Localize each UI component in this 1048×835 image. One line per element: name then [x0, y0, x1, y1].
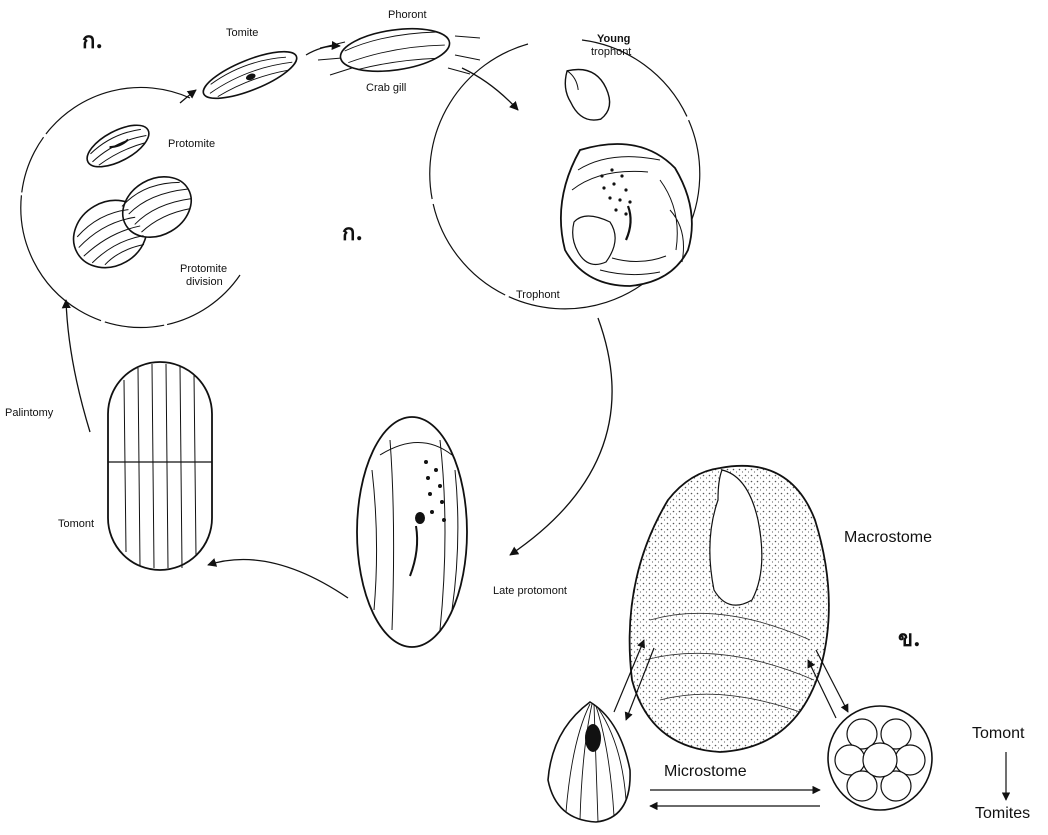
label-protomite-division-2: division — [186, 277, 223, 288]
trophont-cell — [561, 144, 692, 286]
label-tomont-stage: Tomont — [972, 726, 1024, 742]
arrow-trophont-to-protomont — [510, 318, 612, 555]
arrow-phoront-to-trophont — [462, 68, 518, 110]
label-tomites: Tomites — [975, 806, 1030, 822]
microstome-cell — [548, 702, 630, 822]
label-trophont: Trophont — [516, 290, 560, 301]
tomont-with-tomites — [828, 706, 932, 810]
macrostome-cell — [630, 466, 829, 752]
label-protomite: Protomite — [168, 139, 215, 150]
label-trophont-young: trophont — [591, 47, 631, 58]
phoront-on-gill — [318, 23, 480, 78]
young-trophont-cell — [558, 59, 617, 128]
panel-mark-bottom-right: ข. — [898, 628, 921, 650]
label-macrostome: Macrostome — [844, 530, 932, 546]
panel-mark-top-left: ก. — [82, 30, 103, 52]
late-protomont-cell — [357, 417, 467, 647]
arrow-protomont-to-tomont — [208, 560, 348, 598]
protomite-cell — [81, 117, 155, 175]
arrow-palintomy-to-protomite — [66, 300, 90, 432]
label-tomite: Tomite — [226, 28, 258, 39]
label-crab-gill: Crab gill — [366, 83, 406, 94]
label-young: Young — [597, 34, 630, 45]
label-phoront: Phoront — [388, 10, 427, 21]
arrow-macrostome-to-tomont — [816, 650, 848, 712]
panel-mark-center: ก. — [342, 222, 363, 244]
tomite-cell — [198, 42, 302, 107]
tomont-cell — [108, 362, 212, 570]
label-tomont: Tomont — [58, 519, 94, 530]
label-protomite-division-1: Protomite — [180, 264, 227, 275]
label-palintomy: Palintomy — [5, 408, 53, 419]
label-microstome: Microstome — [664, 764, 747, 780]
label-late-protomont: Late protomont — [493, 586, 567, 597]
